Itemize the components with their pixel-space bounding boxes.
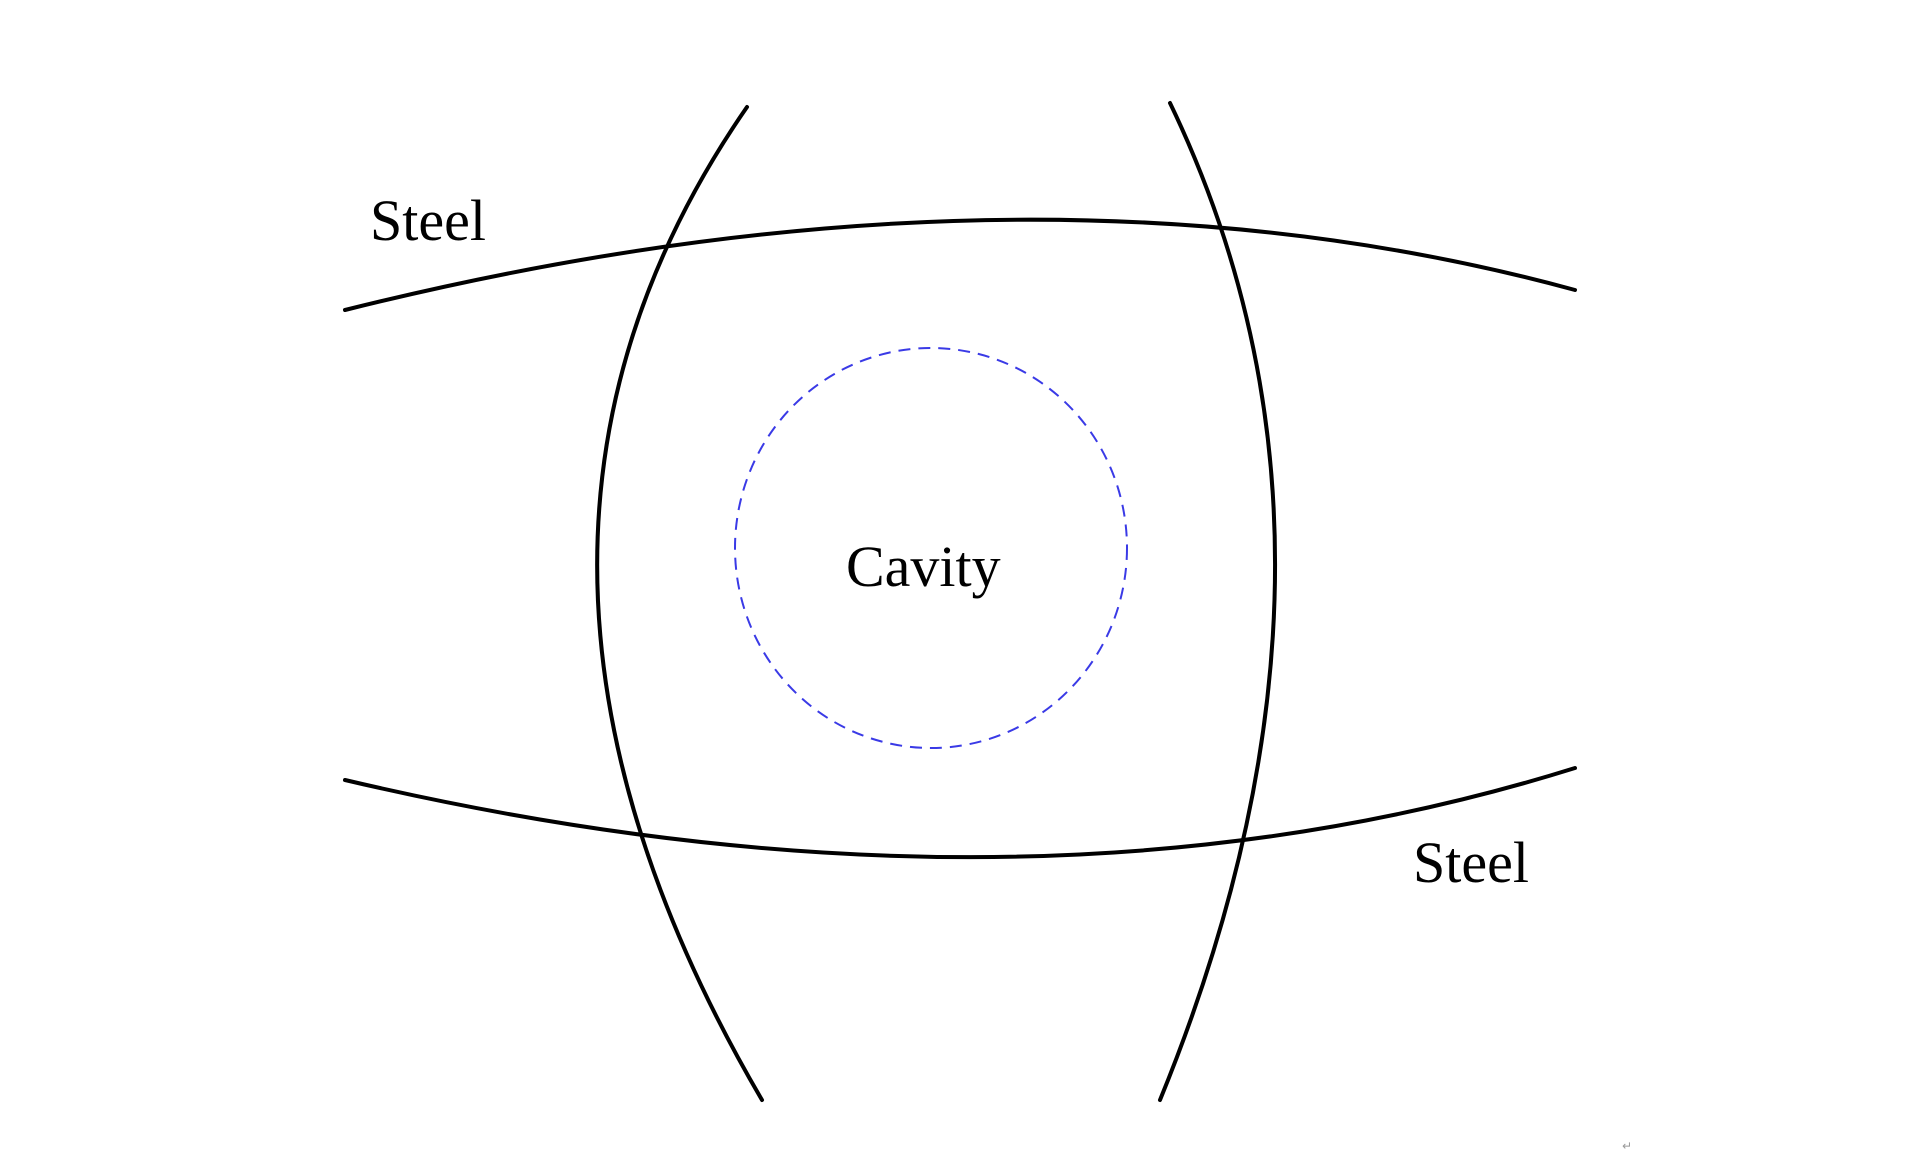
- steel-boundary-bottom-curve: [343, 766, 1577, 860]
- steel-boundary-right-curve: [1158, 101, 1278, 1102]
- steel-label-top: Steel: [370, 188, 486, 253]
- paragraph-return-icon: ↵: [1622, 1139, 1632, 1153]
- steel-boundary-top-curve: [343, 217, 1577, 312]
- steel-label-bottom: Steel: [1413, 830, 1529, 895]
- cavity-label: Cavity: [846, 534, 1001, 599]
- steel-boundary-left-curve: [595, 105, 764, 1102]
- cavity-boundary-circle: [734, 347, 1128, 749]
